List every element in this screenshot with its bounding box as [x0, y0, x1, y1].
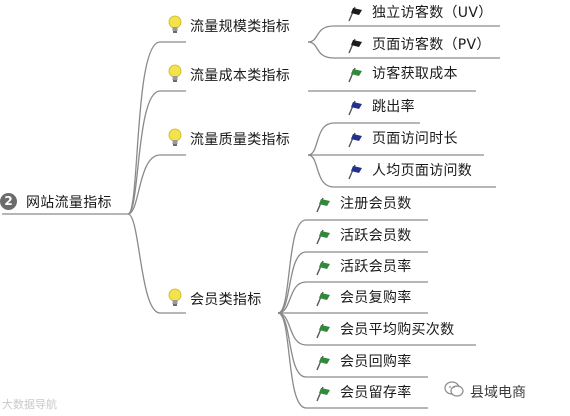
watermark-left: 大数据导航	[2, 398, 57, 411]
flag-icon-blue	[348, 164, 362, 180]
item-label-repurchase-rate: 会员复购率	[340, 290, 412, 306]
item-label-retention-rate: 会员留存率	[340, 385, 412, 401]
lightbulb-icon	[168, 15, 182, 33]
item-label-pages-per-visitor: 人均页面访问数	[372, 163, 473, 179]
item-label-bounce-rate: 跳出率	[372, 99, 415, 115]
flag-icon-green	[316, 323, 330, 339]
flag-icon-green	[348, 67, 362, 83]
item-label-active-members: 活跃会员数	[340, 228, 412, 244]
item-label-buyback-rate: 会员回购率	[340, 354, 412, 370]
connector-cat1-item2	[307, 41, 500, 59]
connector-cat3-item3	[307, 154, 496, 188]
connector-root-cat4	[127, 213, 186, 314]
category-label-traffic-scale: 流量规模类指标	[190, 19, 291, 35]
connector-cat4-item7	[277, 312, 428, 409]
flag-icon-blue	[348, 132, 362, 148]
flag-icon-green	[316, 291, 330, 307]
wechat-icon	[444, 381, 464, 397]
item-label-page-duration: 页面访问时长	[372, 131, 458, 147]
flag-icon-green	[316, 355, 330, 371]
connector-root-cat2	[127, 90, 186, 215]
connector-cat4-item5	[277, 312, 476, 346]
connector-cat4-item2	[277, 251, 428, 314]
category-label-traffic-quality: 流量质量类指标	[190, 132, 291, 148]
root-number-badge: 2	[0, 193, 17, 210]
connector-root-cat1	[127, 41, 186, 215]
item-label-registered-members: 注册会员数	[340, 196, 412, 212]
item-label-avg-purchase-count: 会员平均购买次数	[340, 322, 455, 338]
category-label-member: 会员类指标	[190, 292, 262, 308]
connector-cat4-item3	[277, 281, 428, 314]
connector-root-cat3	[127, 154, 186, 215]
item-label-uv: 独立访客数（UV）	[372, 5, 493, 21]
flag-icon-green	[316, 197, 330, 213]
item-label-pv: 页面访客数（PV）	[372, 37, 491, 53]
item-label-active-rate: 活跃会员率	[340, 259, 412, 275]
flag-icon-green	[316, 386, 330, 402]
flag-icon-green	[316, 229, 330, 245]
flag-icon-black	[348, 6, 362, 22]
flag-icon-blue	[348, 100, 362, 116]
connector-cat4-item1	[277, 219, 428, 314]
category-label-traffic-cost: 流量成本类指标	[190, 68, 291, 84]
flag-icon-black	[348, 38, 362, 54]
flag-icon-green	[316, 260, 330, 276]
lightbulb-icon	[168, 64, 182, 82]
lightbulb-icon	[168, 128, 182, 146]
connector-cat1-item1	[307, 25, 500, 43]
root-node-label: 网站流量指标	[26, 195, 112, 211]
lightbulb-icon	[168, 288, 182, 306]
connector-cat3-item1	[307, 122, 420, 156]
item-label-acquisition-cost: 访客获取成本	[372, 66, 458, 82]
watermark-right: 县域电商	[470, 385, 526, 401]
